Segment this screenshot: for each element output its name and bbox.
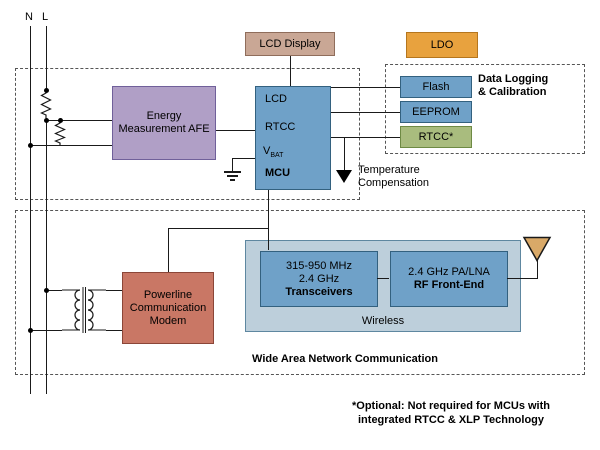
mcu-lcd-port-label: LCD xyxy=(265,93,288,105)
wire-mcu-eeprom xyxy=(331,112,400,113)
temperature-triangle-icon xyxy=(336,170,352,183)
powerline-modem-block: Powerline Communication Modem xyxy=(122,272,214,344)
mcu-name-label: MCU xyxy=(265,167,291,179)
wire-mains-afe-1 xyxy=(46,120,112,121)
mcu-vbat-sub: BAT xyxy=(270,152,284,160)
data-logging-title-line2: & Calibration xyxy=(478,86,547,98)
mains-n-label: N xyxy=(25,11,33,23)
rf-front-end-block: 2.4 GHz PA/LNA RF Front-End xyxy=(390,251,508,307)
ldo-label: LDO xyxy=(430,38,454,51)
wire-n-transformer xyxy=(30,330,62,331)
wire-rf-antenna-v xyxy=(537,260,538,278)
transceiver-label: Transceivers xyxy=(285,285,353,298)
antenna-icon xyxy=(522,236,552,262)
mains-l-label: L xyxy=(42,11,49,23)
wire-mcu-modem-h xyxy=(168,228,269,229)
wireless-group: 315-950 MHz 2.4 GHz Transceivers 2.4 GHz… xyxy=(245,240,521,332)
ground-bar-2 xyxy=(227,175,238,177)
junction-dot xyxy=(44,288,49,293)
transceiver-freq-1: 315-950 MHz xyxy=(285,259,353,272)
energy-measurement-afe-block: Energy Measurement AFE xyxy=(112,86,216,160)
powerline-modem-label: Powerline Communication Modem xyxy=(129,288,207,327)
resistor-icon-1 xyxy=(40,90,52,118)
junction-dot xyxy=(28,143,33,148)
wire-afe-mcu xyxy=(216,130,255,131)
junction-dot xyxy=(28,328,33,333)
transformer-icon xyxy=(62,287,106,333)
temperature-label-line1: Temperature xyxy=(358,164,420,176)
wire-lcddisplay-mcu xyxy=(290,56,291,86)
wire-transformer-modem-bottom xyxy=(106,330,122,331)
wan-dashed-group xyxy=(15,210,585,375)
wire-mcu-wireless xyxy=(268,190,269,250)
data-logging-dashed-group xyxy=(385,64,585,154)
lcd-display-label: LCD Display xyxy=(259,37,321,50)
mains-line-l xyxy=(46,26,47,394)
temperature-label-line2: Compensation xyxy=(358,177,429,189)
junction-dot xyxy=(44,88,49,93)
ldo-block: LDO xyxy=(406,32,478,58)
rtcc-block: RTCC* xyxy=(400,126,472,148)
temperature-compensation-label: Temperature Compensation xyxy=(358,164,468,190)
wire-vbat-v xyxy=(232,158,233,171)
flash-block: Flash xyxy=(400,76,472,98)
junction-dot xyxy=(44,118,49,123)
wire-transformer-modem-top xyxy=(106,290,122,291)
footnote: *Optional: Not required for MCUs with in… xyxy=(318,399,584,427)
wire-rf-antenna-h xyxy=(507,278,538,279)
wire-mcu-modem-v xyxy=(168,228,169,272)
wire-mcu-rtcc xyxy=(331,137,400,138)
metering-dashed-group xyxy=(15,68,360,200)
mains-line-n xyxy=(30,26,31,394)
transceiver-block: 315-950 MHz 2.4 GHz Transceivers xyxy=(260,251,378,307)
mcu-vbat-v: V xyxy=(263,145,271,157)
wireless-label: Wireless xyxy=(361,315,405,327)
wire-mains-afe-2 xyxy=(30,145,112,146)
resistor-icon-2 xyxy=(54,121,66,145)
wire-rtcc-temperature xyxy=(344,137,345,170)
flash-label: Flash xyxy=(422,80,450,93)
ground-bar-3 xyxy=(230,179,235,181)
lcd-display-block: LCD Display xyxy=(245,32,335,56)
wan-title: Wide Area Network Communication xyxy=(252,353,438,365)
transceiver-freq-2: 2.4 GHz xyxy=(298,272,340,285)
rtcc-label: RTCC* xyxy=(418,130,454,143)
mcu-rtcc-port-label: RTCC xyxy=(265,121,296,133)
wire-vbat-h xyxy=(232,158,255,159)
eeprom-block: EEPROM xyxy=(400,101,472,123)
rf-front-end-line1: 2.4 GHz PA/LNA xyxy=(408,266,490,278)
junction-dot xyxy=(58,118,63,123)
mcu-vbat-label: VBAT xyxy=(263,145,283,162)
wire-mcu-flash xyxy=(331,87,400,88)
footnote-line1: *Optional: Not required for MCUs with xyxy=(352,400,550,412)
data-logging-title-line1: Data Logging xyxy=(478,73,549,85)
mcu-block: LCD RTCC VBAT MCU xyxy=(255,86,331,190)
footnote-line2: integrated RTCC & XLP Technology xyxy=(358,414,544,426)
eeprom-label: EEPROM xyxy=(412,105,460,118)
data-logging-title: Data Logging & Calibration xyxy=(478,73,584,99)
rf-front-end-label: RF Front-End xyxy=(413,279,485,291)
wire-transceiver-rf xyxy=(377,278,389,279)
afe-label: Energy Measurement AFE xyxy=(118,110,210,135)
wire-l-transformer xyxy=(46,290,62,291)
ground-bar-1 xyxy=(224,171,241,173)
